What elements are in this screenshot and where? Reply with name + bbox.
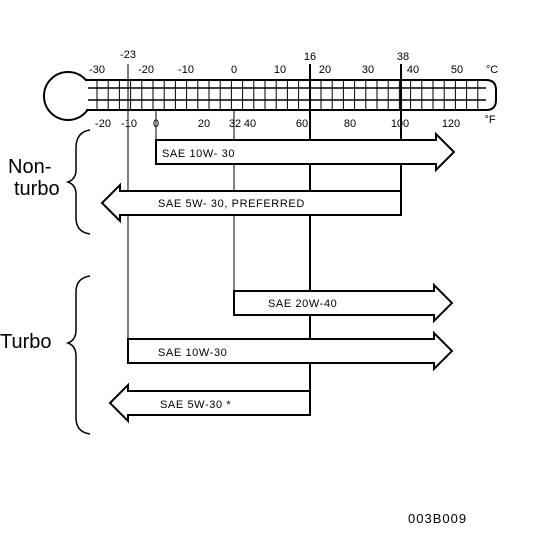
fahrenheit-label: 120	[442, 118, 460, 130]
celsius-label: 30	[362, 64, 374, 76]
group-label-turbo: Turbo	[0, 331, 52, 353]
celsius-label: 50	[451, 64, 463, 76]
thermometer	[43, 71, 497, 121]
celsius-unit: °C	[486, 64, 498, 76]
fahrenheit-label: 20	[198, 118, 210, 130]
celsius-label: 0	[231, 64, 237, 76]
fahrenheit-label: 60	[296, 118, 308, 130]
band-label: SAE 20W-40	[268, 298, 337, 310]
fahrenheit-label: 80	[344, 118, 356, 130]
band-label: SAE 10W- 30	[162, 148, 235, 160]
celsius-reference-mark: 38	[397, 51, 409, 63]
celsius-label: 10	[274, 64, 286, 76]
band-10w30-turbo: SAE 10W-30	[127, 330, 454, 372]
thermometer-ticks	[96, 80, 479, 110]
band-20w40-turbo: SAE 20W-40	[233, 282, 454, 324]
fahrenheit-unit: °F	[484, 114, 495, 126]
fahrenheit-label: 32	[229, 118, 241, 130]
turbo-brace	[65, 275, 91, 435]
celsius-label: -10	[178, 64, 194, 76]
celsius-label: -30	[89, 64, 105, 76]
non-turbo-brace	[65, 129, 91, 235]
group-label-non-turbo: Non-	[8, 156, 51, 178]
figure-code: 003B009	[408, 511, 467, 526]
celsius-reference-mark: 16	[304, 51, 316, 63]
celsius-labels: -30 -20 -10 0 10 20 30 40 50 °C -23 16 3…	[89, 49, 498, 76]
fahrenheit-label: 40	[244, 118, 256, 130]
band-5w30-preferred: SAE 5W- 30, PREFERRED	[100, 182, 402, 224]
band-10w30-nonturbo: SAE 10W- 30	[155, 131, 456, 173]
celsius-reference-mark: -23	[120, 49, 136, 61]
band-label: SAE 10W-30	[158, 347, 227, 359]
celsius-label: 20	[319, 64, 331, 76]
band-label: SAE 5W-30 *	[160, 399, 231, 411]
group-label-non-turbo: turbo	[14, 178, 60, 200]
fahrenheit-label: -20	[95, 118, 111, 130]
band-5w30-turbo: SAE 5W-30 *	[108, 382, 311, 424]
celsius-label: 40	[407, 64, 419, 76]
fahrenheit-labels: -20 -10 0 20 32 40 60 80 100 120 °F	[95, 114, 496, 130]
group-braces	[65, 129, 91, 435]
band-label: SAE 5W- 30, PREFERRED	[158, 198, 305, 210]
fahrenheit-label: -10	[121, 118, 137, 130]
celsius-label: -20	[138, 64, 154, 76]
